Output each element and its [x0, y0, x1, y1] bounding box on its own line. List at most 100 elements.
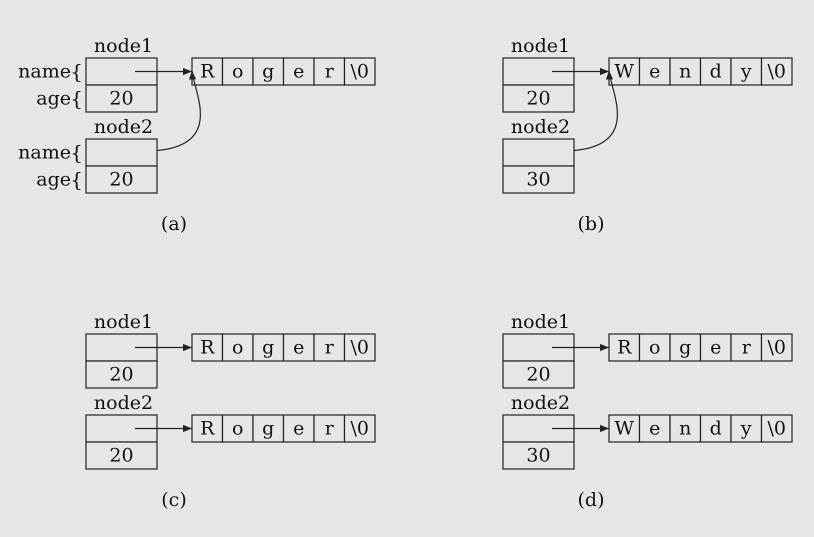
age-value: 20 — [109, 364, 133, 386]
string-char: r — [325, 418, 335, 440]
node-label: node2 — [511, 116, 570, 138]
string-char: d — [710, 61, 722, 83]
string-char: \0 — [351, 337, 370, 359]
pointer-arrow — [573, 70, 618, 152]
age-value: 20 — [526, 88, 550, 110]
string-cell — [608, 333, 641, 362]
node-label: node2 — [94, 392, 153, 414]
age-label: age — [36, 88, 71, 110]
name-label: name — [18, 61, 71, 83]
string-char: e — [710, 337, 721, 359]
string-char: R — [200, 61, 215, 83]
panel-caption: (b) — [578, 213, 605, 235]
node-label: node1 — [94, 35, 153, 57]
string-cell — [313, 414, 346, 443]
age-field — [502, 84, 575, 113]
name-field — [85, 138, 158, 167]
string-char: W — [614, 418, 634, 440]
string-cell — [730, 57, 763, 86]
string-char: e — [293, 418, 304, 440]
string-char: r — [325, 61, 335, 83]
string-char: R — [617, 337, 632, 359]
age-field — [85, 165, 158, 194]
string-char: o — [232, 61, 243, 83]
string-char: y — [740, 61, 752, 83]
node-2: node2 30 — [502, 392, 609, 470]
node-label: node1 — [511, 311, 570, 333]
string-char: \0 — [768, 337, 787, 359]
age-brace: { — [70, 168, 83, 192]
string-char: R — [200, 418, 215, 440]
string-char: R — [200, 337, 215, 359]
string-cell — [669, 57, 702, 86]
string-char: e — [649, 418, 660, 440]
age-value: 20 — [109, 169, 133, 191]
node-label: node1 — [511, 35, 570, 57]
string-cell — [699, 333, 732, 362]
string-char: \0 — [351, 61, 370, 83]
string-char: g — [679, 337, 691, 359]
string-char: o — [232, 337, 243, 359]
name-brace: { — [70, 141, 83, 165]
age-field — [85, 84, 158, 113]
string-cell — [343, 414, 376, 443]
string-char: g — [262, 337, 274, 359]
string-cell — [221, 57, 254, 86]
age-field — [502, 165, 575, 194]
string-char: n — [679, 61, 691, 83]
node-label: node2 — [94, 116, 153, 138]
pointer-arrow — [156, 70, 201, 152]
name-label: name — [18, 142, 71, 164]
node-label: node2 — [511, 392, 570, 414]
age-value: 30 — [526, 445, 550, 467]
age-value: 20 — [526, 364, 550, 386]
string-char: e — [293, 337, 304, 359]
string-cell — [313, 57, 346, 86]
string-char: n — [679, 418, 691, 440]
string-char: \0 — [768, 61, 787, 83]
string-char: \0 — [768, 418, 787, 440]
string-char: y — [740, 418, 752, 440]
string-cell — [760, 414, 793, 443]
string-char: r — [742, 337, 752, 359]
age-field — [502, 360, 575, 389]
age-value: 20 — [109, 445, 133, 467]
age-field — [85, 360, 158, 389]
node-1: node1 20 — [502, 311, 609, 389]
string-char: g — [262, 61, 274, 83]
string-char: r — [325, 337, 335, 359]
string-cell — [760, 57, 793, 86]
node-2: node2 20 — [85, 392, 192, 470]
string-cell — [191, 414, 224, 443]
panel-caption: (a) — [161, 213, 187, 235]
age-brace: { — [70, 87, 83, 111]
age-value: 20 — [109, 88, 133, 110]
age-value: 30 — [526, 169, 550, 191]
node-1: node1 20 — [502, 35, 609, 113]
string-cell — [252, 57, 285, 86]
panel-caption: (c) — [161, 489, 186, 511]
string-char: o — [649, 337, 660, 359]
string-char: \0 — [351, 418, 370, 440]
name-field — [502, 138, 575, 167]
string-cell — [730, 333, 763, 362]
age-label: age — [36, 169, 71, 191]
string-char: e — [293, 61, 304, 83]
string-cell — [313, 333, 346, 362]
string-cell — [608, 57, 641, 86]
string-char: g — [262, 418, 274, 440]
string-cell — [282, 414, 315, 443]
string-char: e — [649, 61, 660, 83]
string-char: d — [710, 418, 722, 440]
